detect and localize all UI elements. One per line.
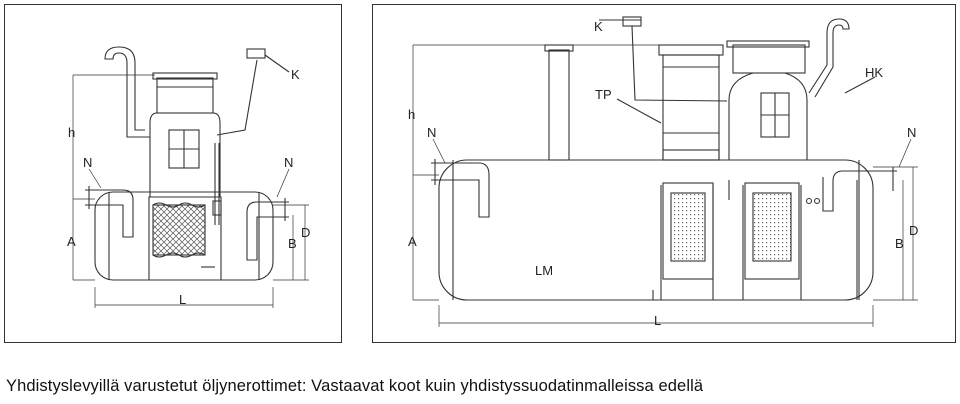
dim-h-label: h — [408, 107, 415, 122]
inlet-n-label: N — [427, 125, 436, 140]
lm-label: LM — [535, 263, 553, 278]
right-separator-drawing: K TP HK h N N A B D LM L — [372, 4, 956, 343]
inlet-pipe — [85, 189, 134, 238]
riser-2 — [728, 72, 808, 160]
riser-shaft — [149, 112, 221, 197]
hk-label: HK — [865, 65, 883, 80]
alarm-box — [622, 16, 642, 27]
outlet-pipe — [822, 170, 897, 212]
filter-housing — [148, 196, 222, 280]
tank-body — [94, 191, 274, 281]
alarm-box — [246, 48, 266, 59]
hk-pipe — [808, 18, 850, 98]
inlet-pipe — [431, 162, 490, 218]
riser-1 — [662, 54, 720, 161]
dim-h-label: h — [68, 125, 75, 140]
vent-pipe — [104, 46, 150, 138]
left-separator-drawing: h K N N A B D L — [4, 4, 342, 343]
dim-a-label: A — [67, 234, 76, 249]
dim-d-label: D — [909, 223, 918, 238]
vent-column — [548, 49, 570, 161]
outlet-n-label: N — [907, 125, 916, 140]
alarm-k-label: K — [594, 19, 603, 34]
tank-body — [438, 159, 874, 301]
coalescing-filter — [152, 204, 206, 256]
dim-b-label: B — [288, 236, 297, 251]
figure-caption: Yhdistyslevyillä varustetut öljynerottim… — [6, 377, 704, 395]
riser-collar — [156, 77, 214, 114]
alarm-k-label: K — [291, 67, 300, 82]
outlet-n-label: N — [284, 155, 293, 170]
dim-b-label: B — [895, 236, 904, 251]
right-drawing-svg: K TP HK h N N A B D LM L — [408, 16, 918, 328]
alarm-cable — [216, 59, 258, 136]
filter-2 — [744, 182, 800, 280]
dim-a-label: A — [408, 234, 417, 249]
outlet-pipe — [246, 201, 289, 261]
dim-l-label: L — [179, 292, 186, 307]
dim-l-label: L — [654, 313, 661, 328]
alarm-cable — [631, 25, 728, 102]
dim-d-label: D — [301, 225, 310, 240]
riser-lid — [152, 72, 218, 80]
tp-label: TP — [595, 87, 612, 102]
inlet-n-label: N — [83, 155, 92, 170]
left-drawing-svg: h K N N A B D L — [67, 46, 310, 308]
